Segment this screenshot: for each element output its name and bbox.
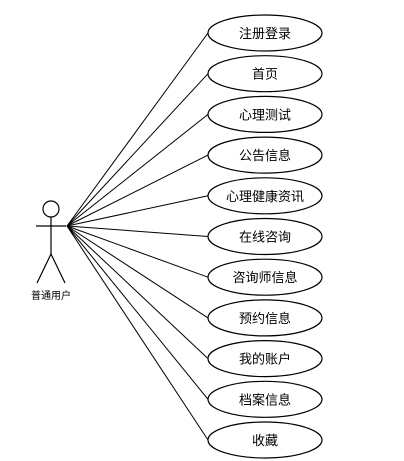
use-case-ellipse <box>207 340 323 378</box>
use-case: 预约信息 <box>207 299 323 337</box>
use-cases: 注册登录首页心理测试公告信息心理健康资讯在线咨询咨询师信息预约信息我的账户档案信… <box>207 14 323 459</box>
association-line <box>66 225 209 237</box>
use-case: 心理测试 <box>207 95 323 134</box>
association-lines <box>66 32 209 441</box>
association-line <box>66 73 209 227</box>
use-case: 在线咨询 <box>207 217 323 256</box>
association-line <box>66 225 209 278</box>
use-case-label: 首页 <box>252 68 278 83</box>
association-line <box>66 225 209 319</box>
actor-right-leg <box>50 253 66 284</box>
use-case: 首页 <box>207 55 323 93</box>
actor-ordinary-user: 普通用户 <box>31 200 71 302</box>
actor-head <box>42 200 60 218</box>
use-case: 档案信息 <box>207 380 323 418</box>
association-line <box>66 195 209 227</box>
use-case-label: 预约信息 <box>239 311 291 327</box>
use-case-label: 心理健康资讯 <box>226 189 304 205</box>
actor-left-leg <box>36 253 52 284</box>
use-case-ellipse <box>207 217 323 256</box>
use-case-ellipse <box>207 55 323 93</box>
use-case-ellipse <box>207 177 323 215</box>
association-line <box>66 225 209 441</box>
association-line <box>66 114 209 227</box>
use-case: 咨询师信息 <box>207 258 323 296</box>
use-case-label: 心理测试 <box>239 108 291 123</box>
use-case-ellipse <box>207 136 323 174</box>
use-case-label: 公告信息 <box>239 148 291 164</box>
use-case: 公告信息 <box>207 136 323 174</box>
use-case-label: 收藏 <box>252 434 278 449</box>
association-line <box>66 225 209 400</box>
use-case-ellipse <box>207 14 323 52</box>
use-case-label: 档案信息 <box>239 392 291 408</box>
use-case-label: 注册登录 <box>239 27 291 42</box>
use-case-label: 咨询师信息 <box>232 270 297 286</box>
use-case-ellipse <box>207 95 323 134</box>
use-case-ellipse <box>207 258 323 296</box>
actor-label: 普通用户 <box>31 289 71 302</box>
use-case-label: 在线咨询 <box>239 231 291 246</box>
association-line <box>66 225 209 359</box>
use-case-label: 我的账户 <box>239 352 291 368</box>
use-case-ellipse <box>207 421 323 459</box>
association-line <box>66 154 209 227</box>
use-case: 我的账户 <box>207 340 323 378</box>
use-case: 心理健康资讯 <box>207 177 323 215</box>
use-case-ellipse <box>207 299 323 337</box>
association-line <box>66 32 209 227</box>
use-case-ellipse <box>207 380 323 418</box>
use-case: 注册登录 <box>207 14 323 52</box>
use-case: 收藏 <box>207 421 323 459</box>
